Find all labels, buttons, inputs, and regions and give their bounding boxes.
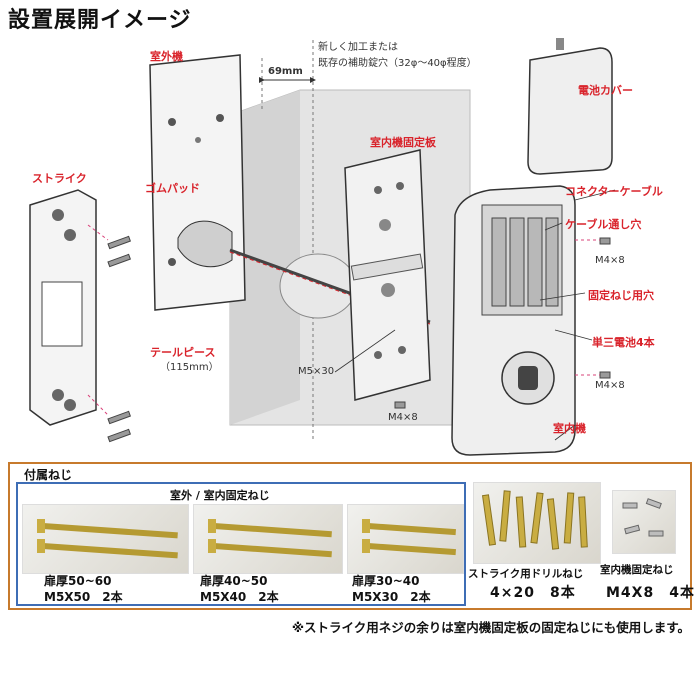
battery-cover-shape xyxy=(527,38,613,175)
label-strike: ストライク xyxy=(32,172,87,185)
set-1-spec: M5X50 2本 xyxy=(44,590,123,604)
label-hole-note-1: 新しく加工または xyxy=(318,42,398,53)
strike-screw-spec: 4×20 8本 xyxy=(490,585,576,601)
exploded-diagram xyxy=(29,38,616,456)
screw-photo-m5x50 xyxy=(22,504,189,574)
page-title: 設置展開イメージ xyxy=(8,8,192,33)
label-cable-hole: ケーブル通し穴 xyxy=(565,218,642,231)
label-indoor-unit: 室内機 xyxy=(553,422,586,435)
label-outdoor-unit: 室外機 xyxy=(150,50,183,63)
label-connector-cable: コネクターケーブル xyxy=(565,185,663,198)
accessory-heading: 付属ねじ xyxy=(24,468,73,482)
label-fix-hole: 固定ねじ用穴 xyxy=(588,289,654,302)
label-batteries: 単三電池4本 xyxy=(592,336,655,349)
set-2-spec: M5X40 2本 xyxy=(200,590,279,604)
set-1-thickness: 扉厚50~60 xyxy=(44,574,112,588)
indoor-plate-shape xyxy=(344,149,431,401)
set-3-thickness: 扉厚30~40 xyxy=(352,574,420,588)
strike-screw-label: ストライク用ドリルねじ xyxy=(468,568,584,580)
accessory-panel xyxy=(8,462,692,610)
indoor-screw-photo xyxy=(612,490,676,554)
label-hole-note-2: 既存の補助錠穴（32φ～40φ程度） xyxy=(318,58,477,69)
set-2-thickness: 扉厚40~50 xyxy=(200,574,268,588)
screw-photo-m5x30 xyxy=(347,504,464,574)
label-battery-cover: 電池カバー xyxy=(578,84,633,97)
label-tailpiece: テールピース xyxy=(150,346,216,359)
tailpiece-shape xyxy=(177,220,431,325)
label-m4x8-plate: M4×8 xyxy=(388,412,418,423)
fixing-screws-heading: 室外 / 室内固定ねじ xyxy=(170,489,270,502)
indoor-screw-label: 室内機固定ねじ xyxy=(600,564,674,576)
label-m4x8-lower: M4×8 xyxy=(595,380,625,391)
screw-photo-m5x40 xyxy=(193,504,343,574)
set-3-spec: M5X30 2本 xyxy=(352,590,431,604)
strike-shape xyxy=(29,189,97,426)
fixing-screws-box xyxy=(16,482,466,606)
label-dim-69: 69mm xyxy=(268,66,303,77)
label-m5x30: M5×30 xyxy=(298,366,335,377)
footnote: ※ストライク用ネジの余りは室内機固定板の固定ねじにも使用します。 xyxy=(291,620,690,635)
label-rubber-pad: ゴムパッド xyxy=(145,182,200,195)
label-indoor-plate: 室内機固定板 xyxy=(370,136,436,149)
label-tailpiece-length: （115mm） xyxy=(160,362,219,373)
strike-screw-photo xyxy=(473,482,601,564)
label-m4x8-upper: M4×8 xyxy=(595,255,625,266)
indoor-screw-spec: M4X8 4本 xyxy=(606,585,695,601)
indoor-unit-shape xyxy=(451,185,576,456)
